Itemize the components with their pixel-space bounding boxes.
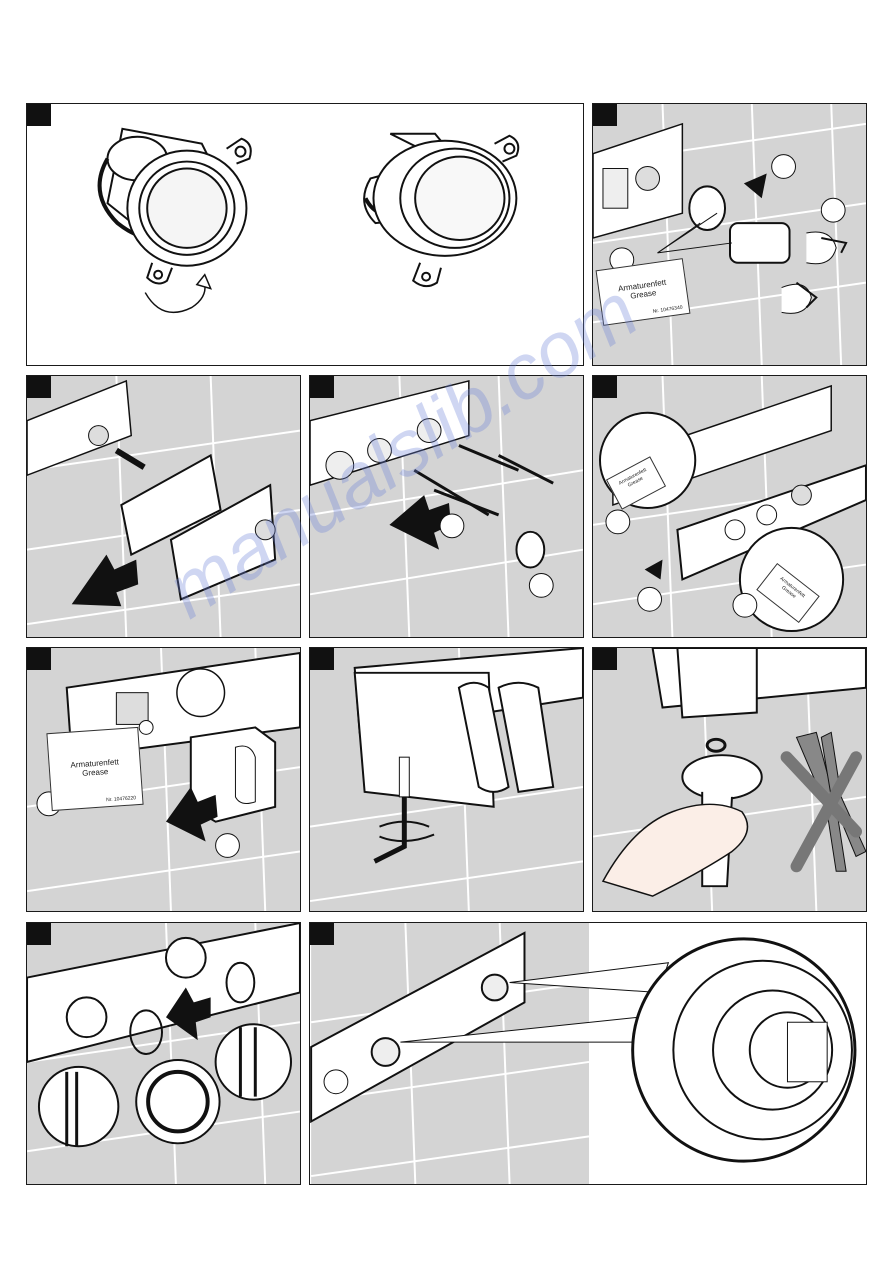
screws-illustration bbox=[310, 376, 583, 637]
cartridge-zoom-illustration bbox=[310, 923, 857, 1184]
step-panel-1 bbox=[26, 103, 584, 366]
step-tab-icon bbox=[27, 923, 51, 945]
step-panel-7 bbox=[309, 647, 584, 912]
step-tab-icon bbox=[593, 648, 617, 670]
step-tab-icon bbox=[310, 648, 334, 670]
step-panel-10 bbox=[309, 922, 867, 1185]
step-panel-2: Armaturenfett Grease Nr. 10476340 bbox=[592, 103, 867, 366]
wrench-illustration bbox=[593, 648, 866, 911]
step-panel-5: Armaturenfett Grease Armaturenfett Greas… bbox=[592, 375, 867, 638]
mount-plate-illustration bbox=[27, 376, 300, 637]
step-tab-icon bbox=[27, 376, 51, 398]
o-ring-illustration bbox=[27, 923, 300, 1184]
step-tab-icon bbox=[593, 376, 617, 398]
holder-illustration bbox=[310, 648, 583, 911]
step-tab-icon bbox=[310, 376, 334, 398]
grease-label-number: Nr. 10476340 bbox=[652, 304, 683, 315]
step-panel-9 bbox=[26, 922, 301, 1185]
step-panel-8 bbox=[592, 647, 867, 912]
step-tab-icon bbox=[593, 104, 617, 126]
step-panel-6: Armaturenfett Grease Nr. 10476220 bbox=[26, 647, 301, 912]
step-tab-icon bbox=[27, 104, 51, 126]
step-tab-icon bbox=[27, 648, 51, 670]
step-tab-icon bbox=[310, 923, 334, 945]
grease-illustration bbox=[593, 104, 866, 365]
cartridge-illustration bbox=[97, 127, 520, 314]
grease-label-large: Armaturenfett Grease Nr. 10476220 bbox=[46, 726, 144, 812]
step-panel-4 bbox=[309, 375, 584, 638]
cover-illustration bbox=[593, 376, 866, 637]
step-panel-3 bbox=[26, 375, 301, 638]
